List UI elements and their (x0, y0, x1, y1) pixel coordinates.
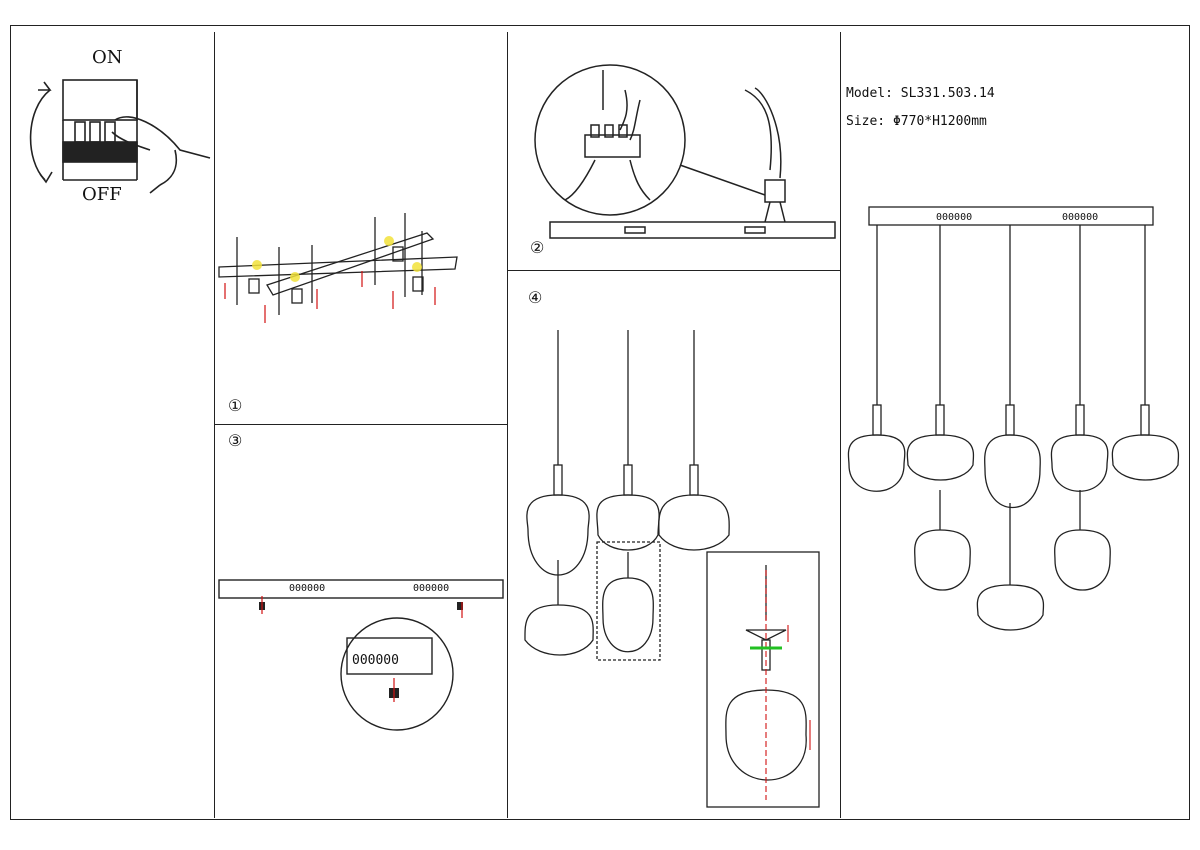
step-2-number: ② (530, 238, 545, 257)
product-overview-drawing (847, 206, 1180, 631)
canopy-hole-marks-zoom: 000000 (352, 653, 399, 668)
product-hole-marks-right: 000000 (1062, 212, 1099, 223)
mounting-bracket-diagram (218, 213, 458, 323)
size-text: Size: Φ770*H1200mm (846, 114, 987, 129)
canopy-fixing-diagram (218, 579, 504, 731)
divider-2 (507, 32, 508, 818)
divider-h2 (507, 270, 840, 271)
divider-h1 (214, 424, 507, 425)
page-frame (10, 25, 1190, 820)
switch-off-label: OFF (82, 184, 122, 205)
divider-1 (214, 32, 215, 818)
step-4-number: ④ (528, 288, 543, 307)
product-hole-marks-left: 000000 (936, 212, 973, 223)
step-3-number: ③ (228, 431, 243, 450)
canopy-hole-marks-left: 000000 (289, 583, 326, 594)
canopy-hole-marks-right: 000000 (413, 583, 450, 594)
wiring-diagram (534, 64, 836, 239)
switch-on-label: ON (92, 47, 123, 68)
power-switch-illustration (29, 79, 211, 194)
step-1-number: ① (228, 396, 243, 415)
shade-assembly-diagram (524, 330, 820, 808)
divider-3 (840, 32, 841, 818)
model-text: Model: SL331.503.14 (846, 86, 995, 101)
